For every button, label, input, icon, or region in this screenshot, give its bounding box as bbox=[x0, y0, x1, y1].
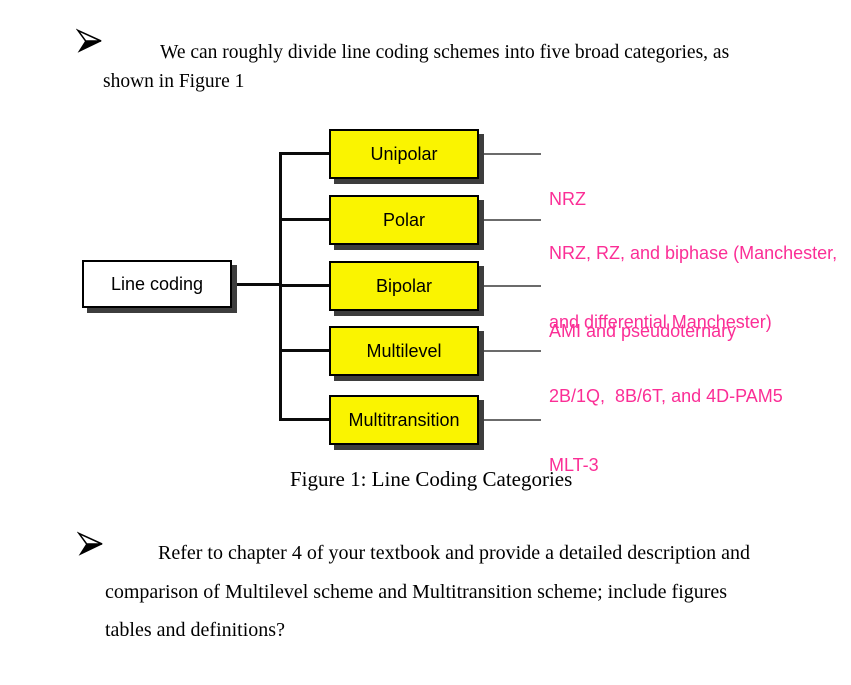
schemes-label-line: and differential Manchester) bbox=[549, 312, 772, 332]
intro-paragraph-line-1: We can roughly divide line coding scheme… bbox=[160, 42, 730, 63]
question-paragraph-line-1: Refer to chapter 4 of your textbook and … bbox=[158, 542, 751, 564]
category-label: Unipolar bbox=[370, 143, 438, 164]
arrowhead-bullet-icon bbox=[77, 531, 103, 556]
leaf-connector-polar bbox=[484, 219, 541, 221]
branch-line-multitransition bbox=[279, 418, 329, 421]
category-node-unipolar: Unipolar bbox=[329, 129, 479, 179]
schemes-label-line: MLT-3 bbox=[549, 455, 599, 475]
schemes-label-line: AMI and pseudoternary bbox=[549, 321, 737, 341]
schemes-label-unipolar: NRZ bbox=[549, 142, 586, 257]
root-node-label: Line coding bbox=[110, 273, 204, 294]
figure-caption: Figure 1: Line Coding Categories bbox=[290, 467, 573, 491]
schemes-label-polar: NRZ, RZ, and biphase (Manchester, and di… bbox=[549, 196, 837, 380]
schemes-label-line: 2B/1Q, 8B/6T, and 4D-PAM5 bbox=[549, 386, 783, 406]
branch-line-unipolar bbox=[279, 152, 329, 155]
leaf-connector-multilevel bbox=[484, 350, 541, 352]
branch-line-polar bbox=[279, 218, 329, 221]
root-connector-line bbox=[230, 283, 282, 286]
intro-paragraph-line-2: shown in Figure 1 bbox=[103, 71, 245, 92]
root-node-line-coding: Line coding bbox=[82, 260, 232, 308]
schemes-label-bipolar: AMI and pseudoternary bbox=[549, 274, 736, 389]
question-paragraph-line-2: comparison of Multilevel scheme and Mult… bbox=[105, 581, 728, 603]
schemes-label-multilevel: 2B/1Q, 8B/6T, and 4D-PAM5 bbox=[549, 339, 783, 454]
leaf-connector-multitransition bbox=[484, 419, 541, 421]
category-node-bipolar: Bipolar bbox=[329, 261, 479, 311]
category-label: Polar bbox=[382, 209, 426, 230]
arrowhead-bullet-icon bbox=[76, 28, 102, 53]
question-paragraph-line-3: tables and definitions? bbox=[105, 619, 285, 641]
schemes-label-multitransition: MLT-3 bbox=[549, 408, 599, 523]
category-node-multilevel: Multilevel bbox=[329, 326, 479, 376]
category-label: Bipolar bbox=[375, 275, 433, 296]
schemes-label-line: NRZ bbox=[549, 189, 586, 209]
category-node-multitransition: Multitransition bbox=[329, 395, 479, 445]
branch-line-multilevel bbox=[279, 349, 329, 352]
category-node-polar: Polar bbox=[329, 195, 479, 245]
schemes-label-line: NRZ, RZ, and biphase (Manchester, bbox=[549, 243, 838, 263]
branch-line-bipolar bbox=[279, 284, 329, 287]
leaf-connector-unipolar bbox=[484, 153, 541, 155]
category-label: Multitransition bbox=[348, 409, 460, 430]
leaf-connector-bipolar bbox=[484, 285, 541, 287]
category-label: Multilevel bbox=[366, 340, 442, 361]
